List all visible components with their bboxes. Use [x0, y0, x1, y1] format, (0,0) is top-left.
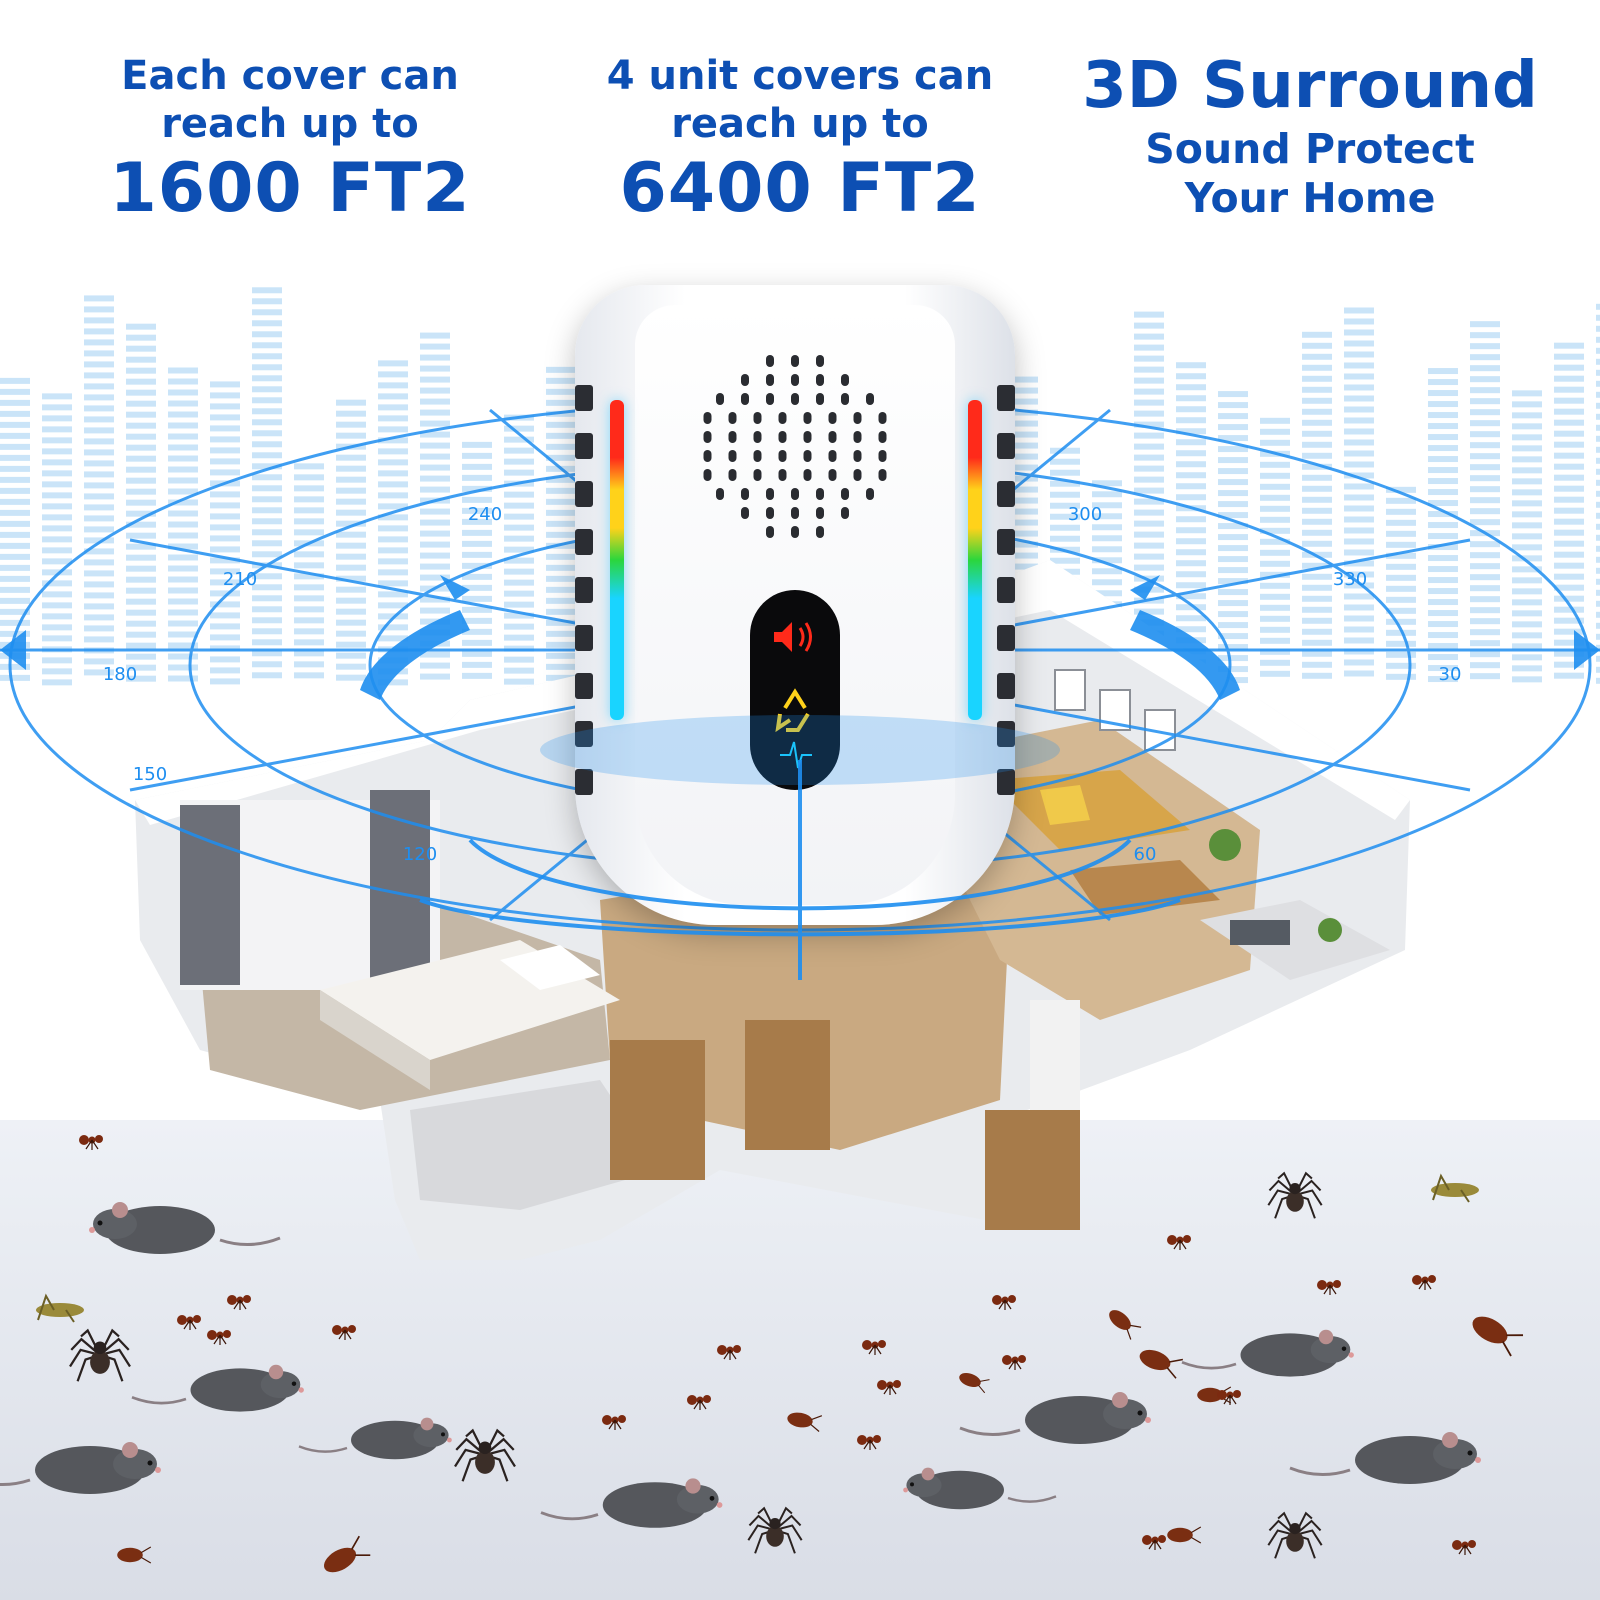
mode-display [750, 590, 840, 790]
ultrasonic-repeller-device [575, 285, 1015, 935]
four-unit-coverage-line1: 4 unit covers can [606, 53, 994, 99]
single-coverage-line1: Each cover can [121, 53, 459, 99]
side-vent-left [575, 385, 593, 795]
single-coverage-headline: Each cover can reach up to 1600 FT2 [90, 52, 490, 230]
four-unit-coverage-line2: reach up to [671, 101, 929, 147]
single-coverage-line2: reach up to [161, 101, 419, 147]
surround-line2: Your Home [1184, 173, 1436, 222]
surround-headline: 3D Surround Sound Protect Your Home [1080, 48, 1540, 223]
four-unit-coverage-headline: 4 unit covers can reach up to 6400 FT2 [590, 52, 1010, 230]
led-strip-left [610, 400, 624, 720]
led-strip-right [968, 400, 982, 720]
surround-line1: Sound Protect [1145, 124, 1475, 173]
recycle-mode-icon [775, 688, 810, 733]
single-coverage-value: 1600 FT2 [109, 149, 471, 228]
four-unit-coverage-value: 6400 FT2 [619, 149, 981, 228]
side-vent-right [997, 385, 1015, 795]
speaker-icon [774, 622, 812, 652]
speaker-grille [703, 355, 887, 538]
surround-title: 3D Surround [1082, 49, 1538, 123]
